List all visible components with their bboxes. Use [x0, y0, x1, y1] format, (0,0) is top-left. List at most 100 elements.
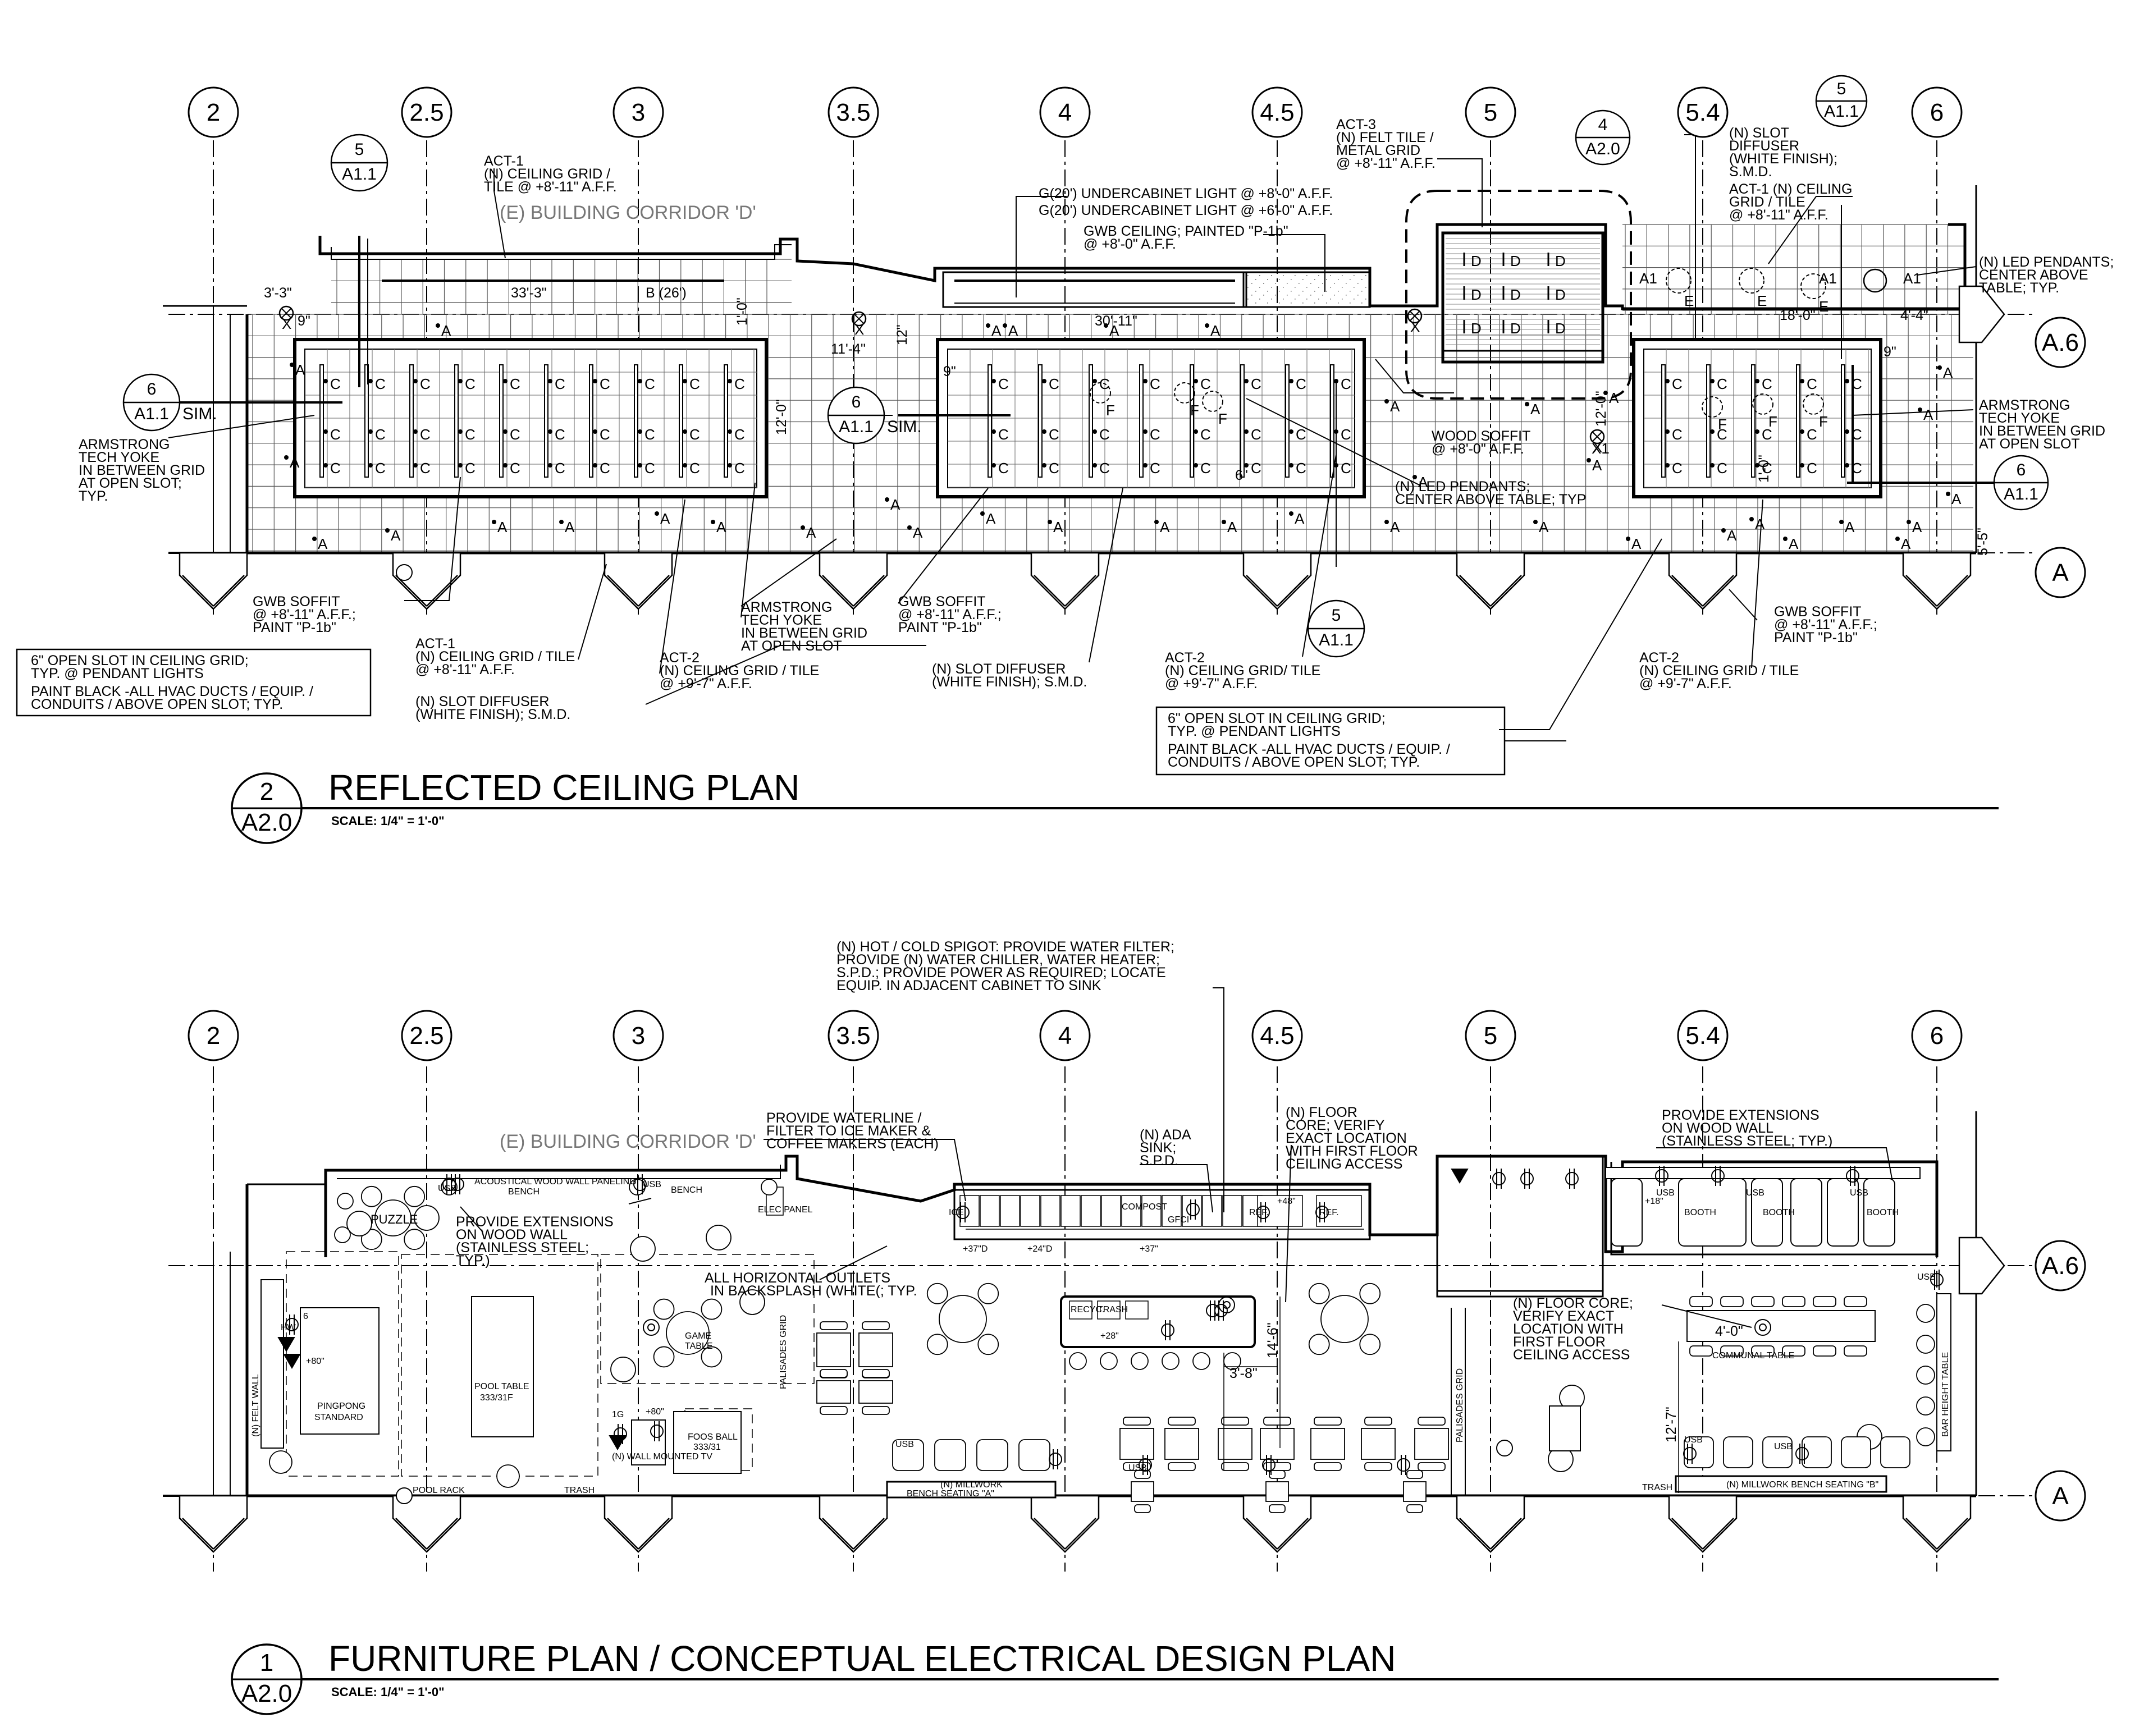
rcp-title-sheet: A2.0	[241, 809, 292, 836]
grid-bubble-label: 2	[207, 99, 220, 126]
pendant-e	[1800, 273, 1826, 299]
fixture-dot	[492, 520, 496, 524]
bar-stool	[1916, 1335, 1935, 1354]
floor-core-inner	[647, 1323, 655, 1331]
usb-label: USB	[895, 1440, 914, 1449]
rcp-corridor-label: (E) BUILDING CORRIDOR 'D'	[500, 202, 756, 223]
rcp-annotations: ACT-1 (N) CEILING GRID / TILE @ +8'-11" …	[16, 117, 2114, 776]
fixture-tag: C	[510, 426, 520, 443]
fp-note-spigot-l1: (N) HOT / COLD SPIGOT: PROVIDE WATER FIL…	[836, 939, 1174, 955]
hatch-dot	[1334, 283, 1335, 284]
stool	[334, 1226, 351, 1243]
fixture-tag: A	[1227, 519, 1237, 535]
grid-bubble-label: 3	[632, 99, 645, 126]
hatch-dot	[1291, 279, 1292, 280]
note-armstrong-left-l5: TYP.	[79, 488, 108, 504]
note-act3-l4: @ +8'-11" A.F.F.	[1336, 155, 1436, 171]
hatch-dot	[1302, 303, 1304, 304]
rcp-leaders	[168, 134, 1977, 741]
window-bay-line	[1246, 575, 1278, 607]
usb-label: USB	[1774, 1442, 1793, 1451]
fixture-tag: C	[1807, 426, 1817, 443]
duplex-outlet	[1256, 1206, 1270, 1219]
window-bay	[1030, 1495, 1100, 1553]
fixture-tag: C	[1762, 426, 1772, 443]
fixture-dot	[458, 379, 463, 383]
hatch-dot	[1295, 275, 1296, 276]
open-slot	[319, 364, 324, 478]
hatch-dot	[1314, 303, 1315, 304]
hatch-dot	[1350, 291, 1351, 292]
hatch-dot	[1314, 279, 1315, 280]
fixture-tag: C	[555, 426, 565, 443]
note-box-left-l4: CONDUITS / ABOVE OPEN SLOT; TYP.	[31, 697, 283, 712]
lounge-chair	[706, 1225, 732, 1251]
window-bay-line	[1064, 575, 1096, 607]
note-gwb-soffit-right-l3: PAINT "P-1b"	[1774, 630, 1858, 645]
hatch-dot	[1287, 295, 1288, 296]
note-armstrong-bottom-l2: TECH YOKE	[741, 612, 822, 628]
fp-note-ada-sink-l2: SINK;	[1140, 1140, 1176, 1156]
hatch-dot	[1287, 283, 1288, 284]
fixture-dot	[368, 463, 373, 468]
duplex-outlet	[1186, 1203, 1200, 1216]
square-table	[1131, 1481, 1154, 1502]
window-bay	[1902, 1495, 1972, 1553]
hatch-dot	[1346, 295, 1347, 296]
fixture-tag: C	[1150, 426, 1160, 443]
open-slot	[1139, 364, 1144, 478]
fixture-dot	[1525, 402, 1529, 406]
counter-unit	[1081, 1195, 1101, 1227]
fixture-tag: C	[1296, 426, 1306, 443]
hatch-dot	[1365, 275, 1366, 276]
fp-note-extensions-left-l2: ON WOOD WALL	[456, 1227, 568, 1243]
rcp-title: REFLECTED CEILING PLAN	[328, 767, 799, 808]
grid-bubble-6: 6	[1911, 86, 1963, 138]
grid-bubble-circle	[401, 1010, 452, 1061]
fixture-tag: C	[1296, 460, 1306, 477]
hatch-dot	[1275, 283, 1276, 284]
hatch-dot	[1247, 275, 1249, 276]
fixture-tag: D	[1555, 320, 1566, 337]
rcp-window-bays	[179, 285, 2005, 610]
fixture-tag: C	[330, 375, 341, 392]
round-table	[374, 1199, 412, 1236]
open-slot	[409, 364, 414, 478]
grid-bubble-label: 4	[1058, 1022, 1072, 1050]
chair	[1168, 1417, 1196, 1426]
fixture-tag: A	[290, 454, 300, 471]
fp-note-waterline-l1: PROVIDE WATERLINE /	[766, 1110, 921, 1126]
open-slot	[499, 364, 504, 478]
thermostat	[396, 564, 413, 581]
fp-height-7: +28"	[1100, 1331, 1119, 1341]
fixture-tag: C	[1717, 426, 1727, 443]
hatch-dot	[1247, 299, 1249, 300]
fixture-tag: A	[660, 510, 670, 527]
fixture-tag: A	[1845, 519, 1855, 535]
open-slot	[988, 364, 992, 478]
grid-bubble-label: 4	[1058, 99, 1072, 126]
fp-label-foosball-l1: FOOS BALL	[688, 1432, 738, 1442]
fixture-dot	[1800, 379, 1804, 383]
hatch-dot	[1346, 283, 1347, 284]
fixture-tag: A	[1210, 322, 1220, 339]
square-table	[1414, 1428, 1449, 1460]
fp-note-extensions-right-l1: PROVIDE EXTENSIONS	[1662, 1107, 1820, 1123]
chair	[1263, 1462, 1291, 1471]
fixture-tag: C	[1251, 426, 1261, 443]
note-gwb-soffit-left-l2: @ +8'-11" A.F.F.;	[253, 607, 356, 622]
chair	[1308, 1282, 1330, 1304]
grid-bubble-circle	[1911, 1010, 1963, 1061]
fp-label-felt-wall: (N) FELT WALL	[251, 1374, 260, 1437]
usb-label: USB	[1128, 1463, 1147, 1473]
fp-height-2: +80"	[646, 1407, 664, 1417]
chair	[1364, 1417, 1392, 1426]
chair	[1364, 1462, 1392, 1471]
fixture-tag: F	[1718, 416, 1727, 433]
fixture-dot	[503, 463, 508, 468]
usb-label: USB	[643, 1180, 661, 1189]
chair	[977, 1334, 999, 1355]
hatch-dot	[1255, 303, 1256, 304]
window-bay-line	[1671, 575, 1703, 607]
note-box-left-l2: TYP. @ PENDANT LIGHTS	[31, 666, 204, 681]
